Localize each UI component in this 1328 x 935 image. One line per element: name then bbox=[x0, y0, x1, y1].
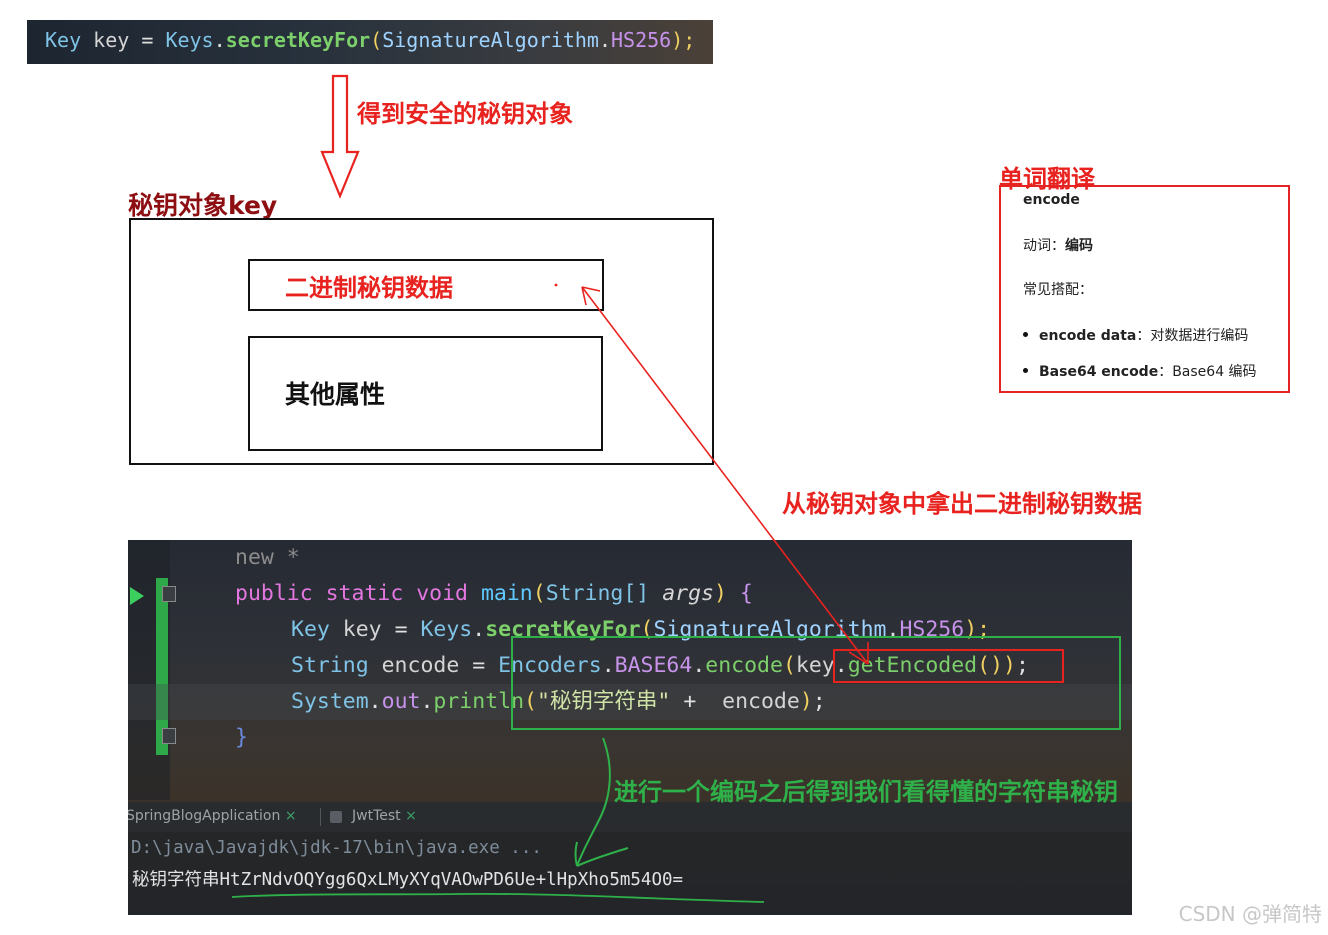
connector-arrow bbox=[582, 287, 868, 664]
red-dot bbox=[555, 284, 558, 287]
green-arrow-head bbox=[576, 842, 578, 866]
watermark: CSDN @弹简特 bbox=[1179, 898, 1322, 927]
green-arrow bbox=[577, 738, 610, 866]
green-underline bbox=[232, 894, 764, 902]
